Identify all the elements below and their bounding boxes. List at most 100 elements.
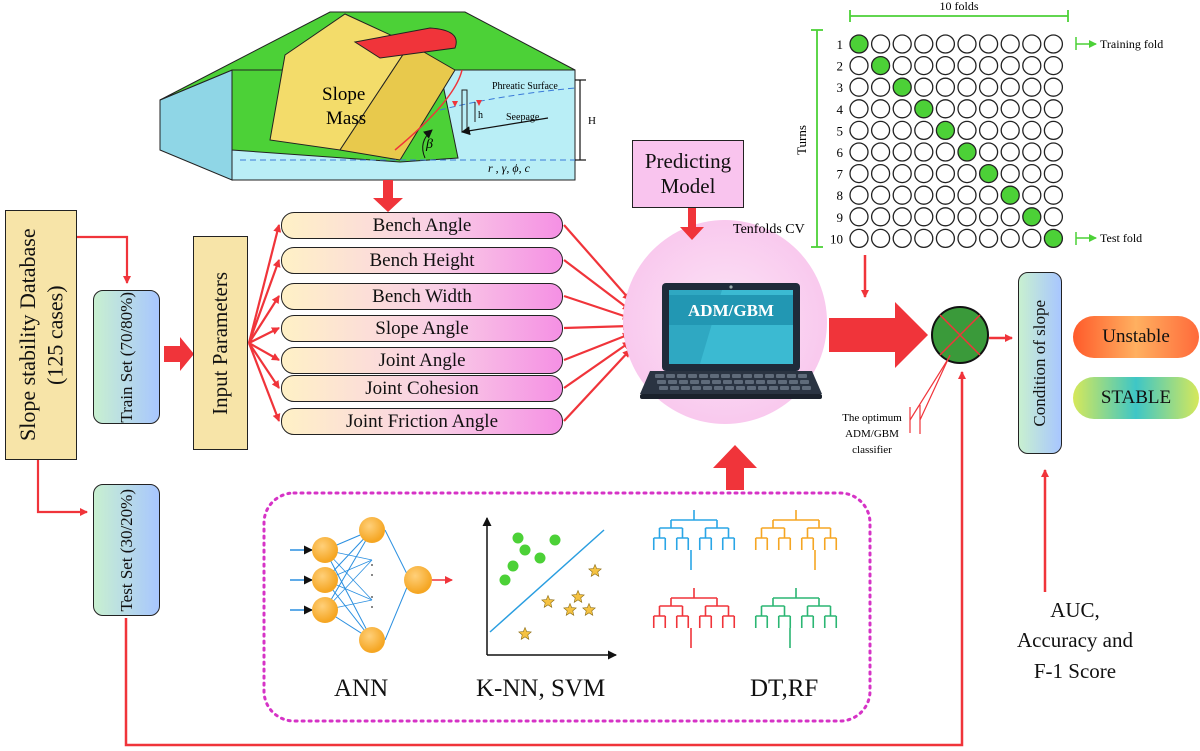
test-set-box: Test Set (30/20%)	[93, 484, 160, 616]
fan-out-arrow-6	[563, 349, 631, 422]
param-joint-angle: Joint Angle	[281, 347, 563, 374]
cv-fold-cell	[849, 163, 869, 184]
arrow-test-set-path	[124, 371, 966, 747]
unstable-badge: Unstable	[1073, 316, 1199, 358]
cv-row-number-6: 6	[837, 145, 844, 160]
cv-fold-cell	[1043, 163, 1064, 184]
cv-fold-cell	[914, 142, 934, 162]
slope-mass-label-1: Slope	[322, 84, 365, 105]
slope-mass-label-2: Mass	[326, 108, 366, 129]
optimum-classifier-node	[931, 306, 989, 364]
cv-fold-cell	[935, 34, 956, 54]
dt-rf-label: DT,RF	[750, 675, 819, 702]
optimum-pointer	[909, 355, 951, 421]
condition-of-slope-box: Condition of slope	[1018, 272, 1062, 454]
cv-fold-cell	[1022, 142, 1042, 162]
param-slope-angle: Slope Angle	[281, 315, 563, 342]
decision-tree-icons	[652, 510, 838, 648]
thick-arrow-down-slope	[373, 180, 403, 212]
seepage-label: Seepage	[506, 112, 540, 123]
cv-fold-cell	[914, 228, 934, 249]
thick-arrow-laptop-classifier	[829, 302, 928, 368]
cv-test-fold-cell	[1000, 185, 1020, 205]
test-set-label: Test Set (30/20%)	[116, 488, 136, 612]
cv-fold-cell	[935, 55, 956, 76]
cv-fold-cell	[849, 142, 869, 162]
predicting-model-label: Predicting Model	[644, 148, 732, 198]
metrics-label: AUC, Accuracy and F-1 Score	[990, 595, 1160, 686]
cv-fold-cell	[1043, 34, 1064, 54]
fan-in-arrow-3	[248, 327, 280, 344]
knn-svm-scatter-icon	[482, 517, 617, 660]
cv-fold-cell	[978, 55, 999, 76]
optimum-label-line-3: classifier	[852, 444, 892, 456]
cv-row-number-8: 8	[837, 188, 844, 203]
param-bench-angle: Bench Angle	[281, 212, 563, 239]
cv-turns-label: Turns	[794, 125, 809, 155]
fan-out-arrow-0	[563, 224, 631, 301]
database-box: Slope stability Database (125 cases)	[5, 210, 77, 460]
cv-fold-cell	[849, 185, 869, 205]
cv-fold-cell	[892, 207, 912, 227]
cv-fold-cell	[1000, 34, 1020, 54]
cv-fold-cell	[957, 228, 977, 249]
cv-fold-cell	[935, 163, 956, 184]
cv-fold-cell	[870, 34, 891, 54]
fan-in-arrow-0	[247, 224, 282, 344]
cv-fold-cell	[1000, 163, 1020, 184]
cv-fold-cell	[1022, 163, 1042, 184]
cv-fold-cell	[892, 163, 912, 184]
arrow-predicting-model	[680, 208, 704, 240]
cv-fold-cell	[978, 207, 999, 227]
cv-fold-cell	[1022, 55, 1042, 76]
stable-badge: STABLE	[1073, 377, 1199, 419]
phreatic-surface-label: Phreatic Surface	[492, 81, 558, 92]
cv-fold-cell	[849, 207, 869, 227]
cv-row-number-7: 7	[837, 167, 844, 182]
cv-fold-cell	[978, 185, 999, 205]
cv-fold-cell	[914, 163, 934, 184]
input-parameters-label: Input Parameters	[208, 271, 233, 415]
cv-fold-cell	[1000, 55, 1020, 76]
height-label: H	[588, 115, 596, 127]
metrics-line-3: F-1 Score	[1033, 658, 1117, 683]
cv-fold-cell	[957, 77, 977, 97]
metrics-line-2: Accuracy and	[1016, 628, 1133, 653]
param-bench-height: Bench Height	[281, 247, 563, 274]
cv-fold-cell	[935, 99, 956, 119]
cv-fold-cell	[935, 185, 956, 205]
cv-fold-cell	[1043, 185, 1064, 205]
cv-row-number-4: 4	[837, 102, 844, 117]
cv-fold-cell	[1000, 120, 1020, 141]
metrics-line-1: AUC,	[1050, 598, 1100, 622]
cv-test-fold-cell	[935, 120, 956, 141]
fan-out-arrow-5	[563, 341, 631, 389]
ann-network-icon	[290, 517, 453, 653]
fan-in-arrow-5	[248, 342, 280, 389]
cv-test-fold-label: Test fold	[1100, 231, 1142, 245]
fan-out-arrow-3	[563, 322, 631, 331]
cv-test-fold-cell	[870, 55, 891, 76]
param-bench-width: Bench Width	[281, 283, 563, 310]
cv-fold-cell	[892, 34, 912, 54]
cv-folds-label: 10 folds	[940, 0, 979, 13]
cv-fold-cell	[1022, 185, 1042, 205]
cv-test-fold-cell	[849, 34, 869, 54]
cv-row-number-10: 10	[830, 231, 843, 246]
cv-fold-cell	[1043, 142, 1064, 162]
condition-of-slope-label: Condition of slope	[1030, 299, 1050, 427]
cv-fold-cell	[870, 142, 891, 162]
cv-fold-cell	[1000, 99, 1020, 119]
cv-fold-cell	[978, 99, 999, 119]
cv-fold-cell	[1022, 228, 1042, 249]
cv-training-fold-label: Training fold	[1100, 37, 1163, 51]
laptop-icon	[640, 283, 822, 399]
cv-test-fold-cell	[1022, 207, 1042, 227]
fan-in-arrow-6	[247, 342, 281, 422]
knn-svm-label: K-NN, SVM	[476, 675, 606, 702]
cv-fold-cell	[892, 185, 912, 205]
cv-fold-cell	[849, 99, 869, 119]
